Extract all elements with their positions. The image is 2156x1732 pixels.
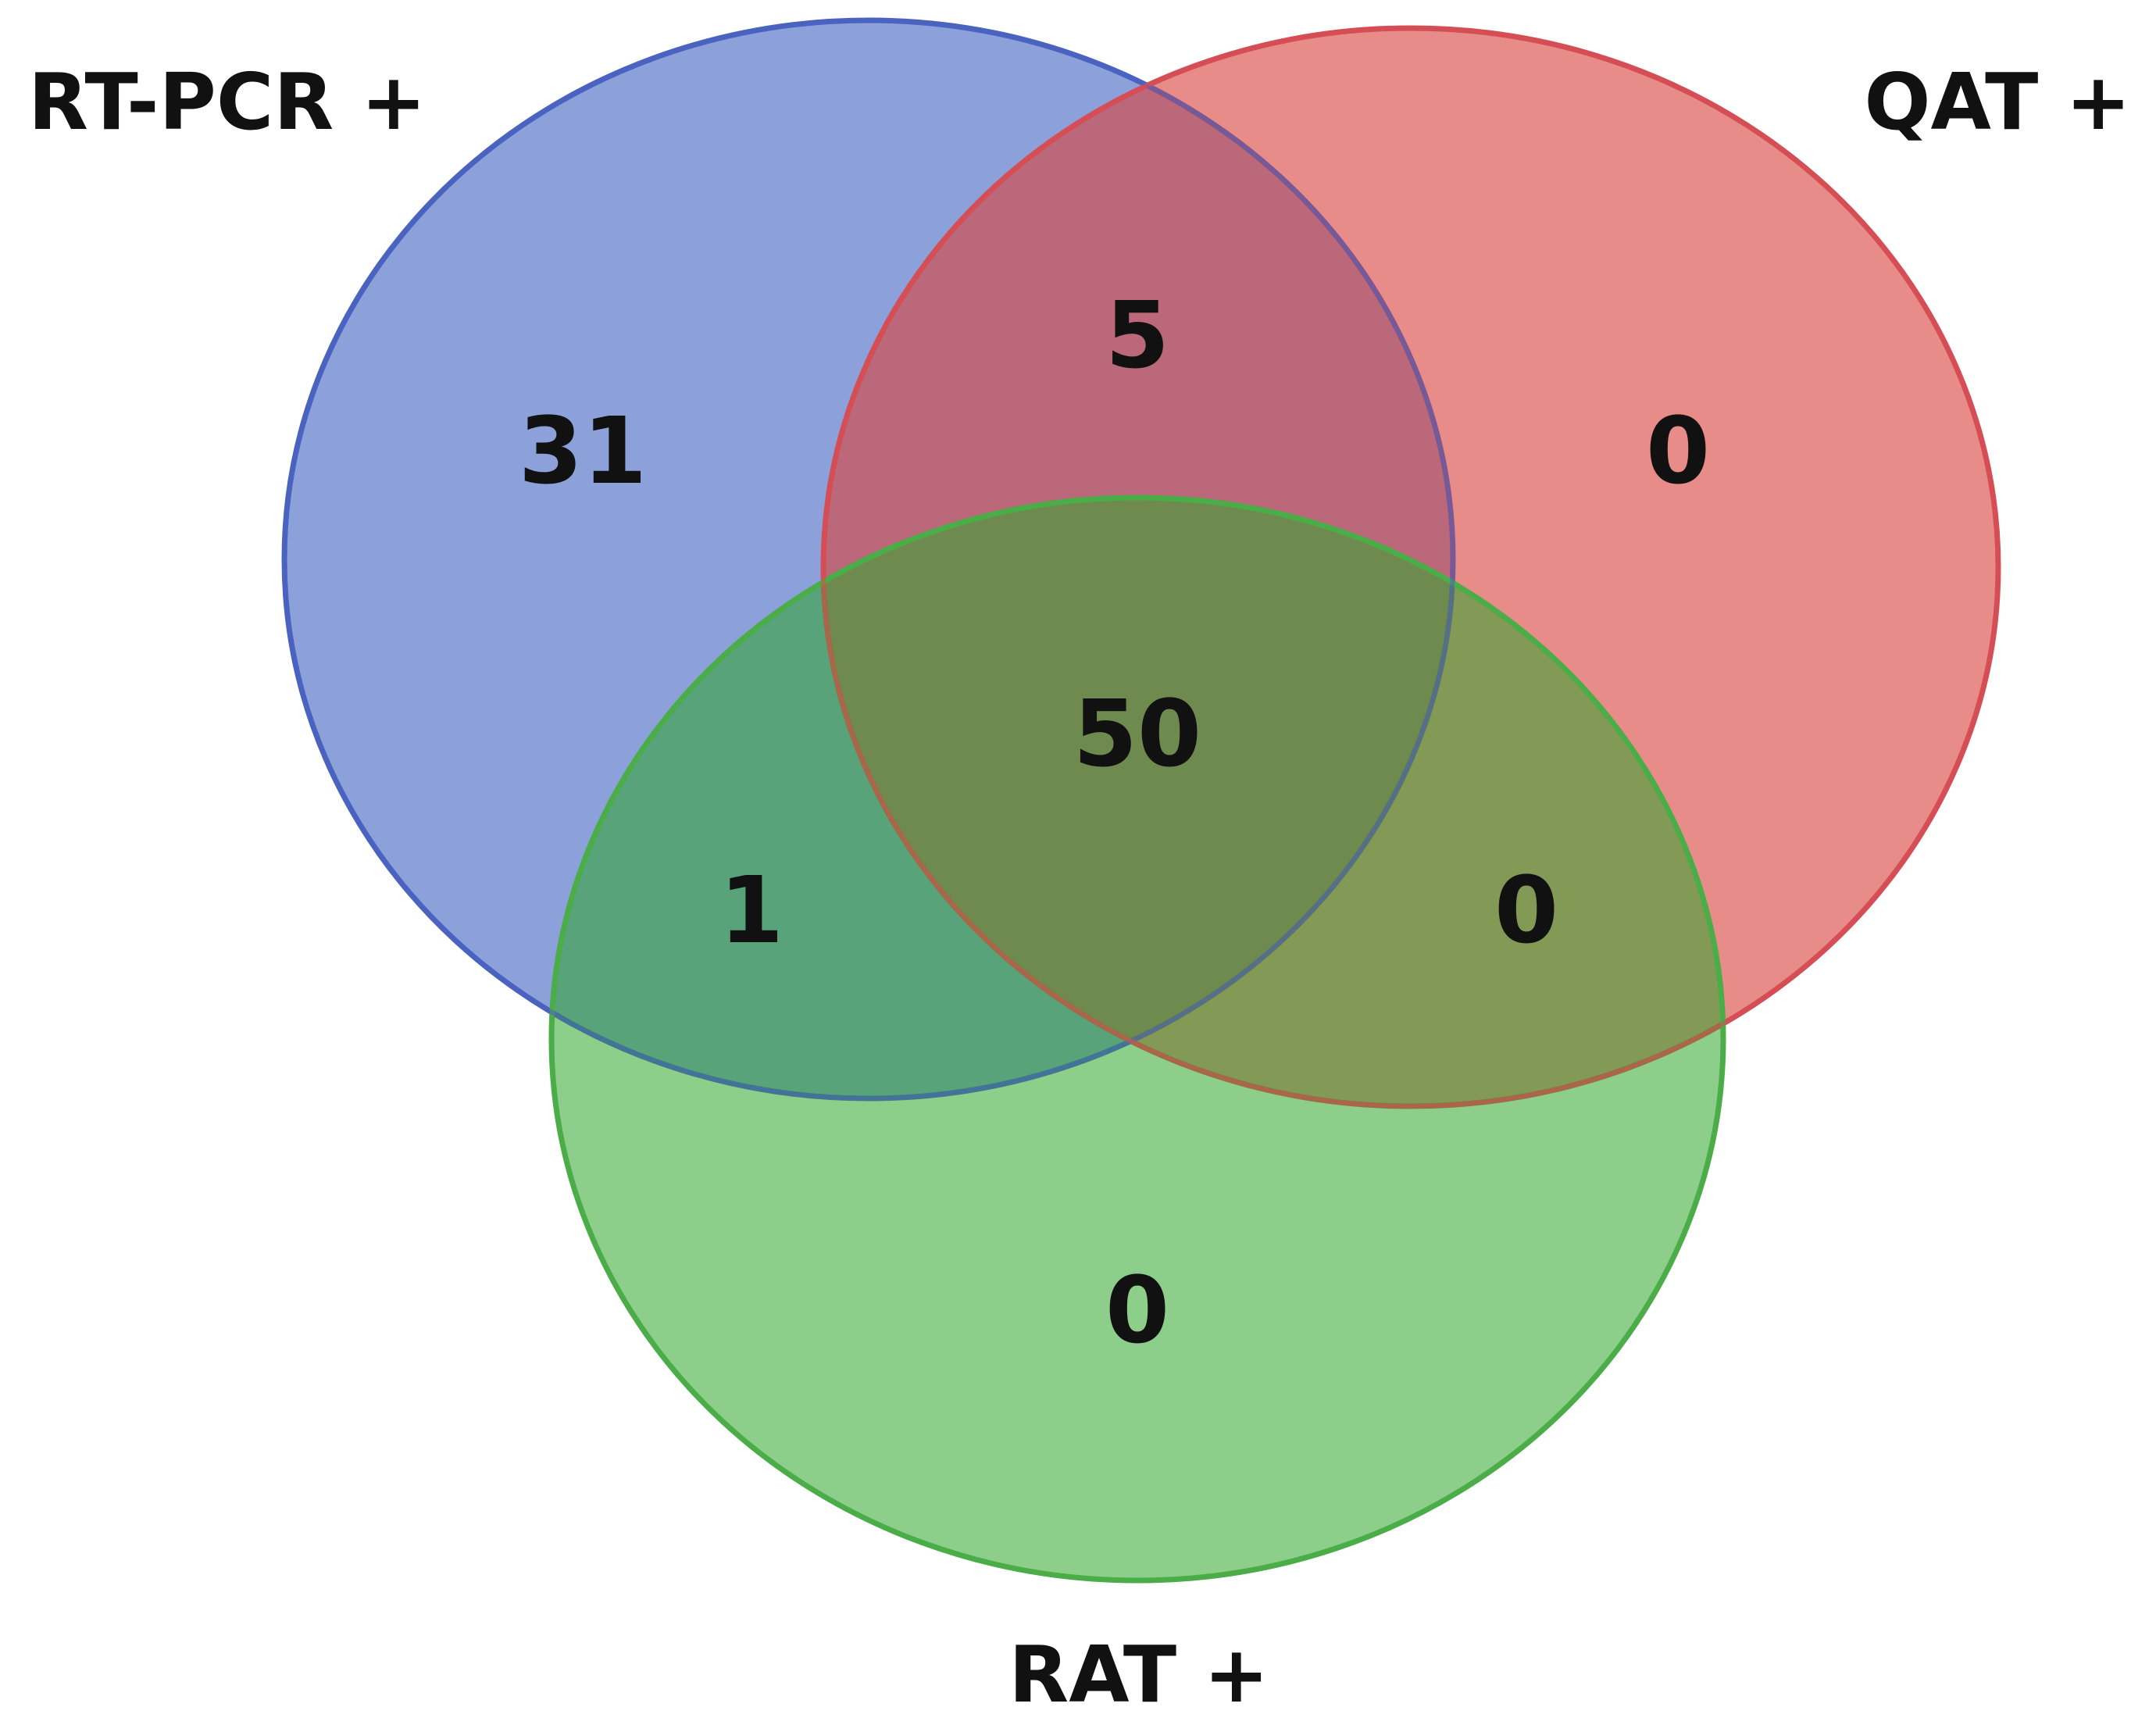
rtpcr-outline xyxy=(282,18,1455,1101)
qat-label: QAT + xyxy=(1865,56,2131,148)
count-rtpcr-qat: 5 xyxy=(1105,281,1169,389)
count-qat-only: 0 xyxy=(1646,397,1710,505)
count-rtpcr-rat: 1 xyxy=(719,856,784,964)
rtpcr-label: RT-PCR + xyxy=(28,56,427,148)
count-all-three: 50 xyxy=(1073,680,1201,787)
count-rtpcr-only: 31 xyxy=(519,397,647,505)
count-qat-rat: 0 xyxy=(1494,856,1558,964)
rat-label: RAT + xyxy=(1008,1629,1269,1720)
count-rat-only: 0 xyxy=(1105,1256,1169,1364)
qat-outline xyxy=(821,26,2001,1109)
